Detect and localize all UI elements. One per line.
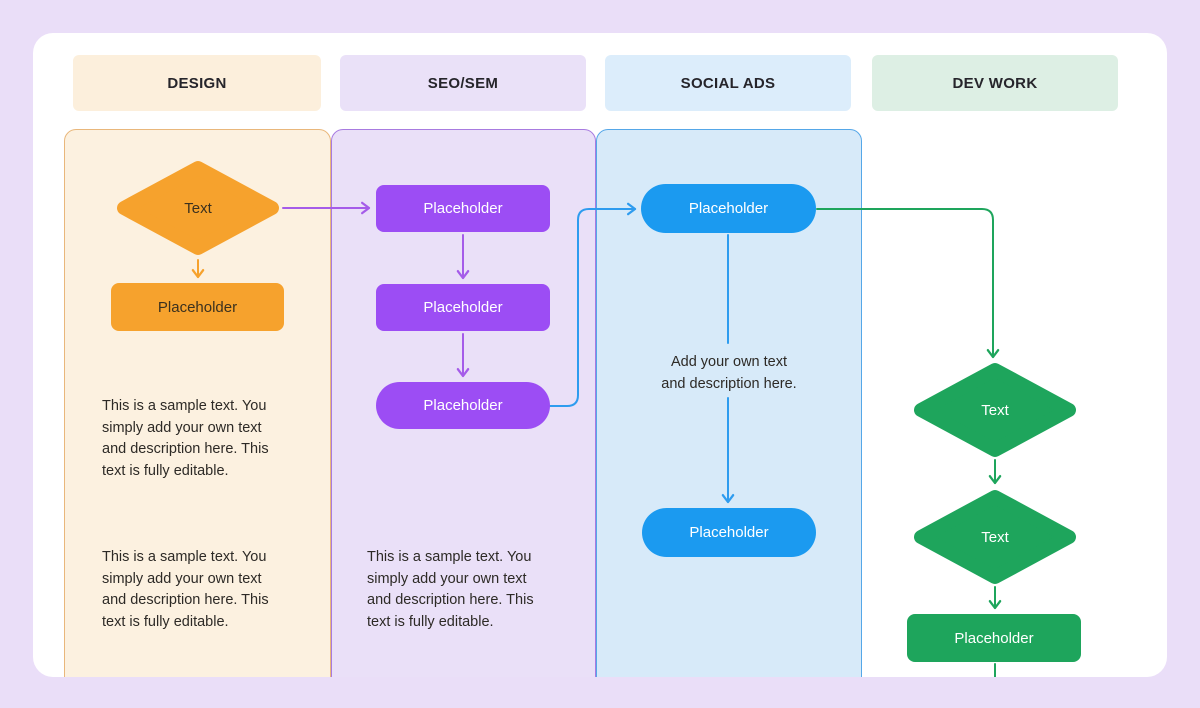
- column-header-design[interactable]: DESIGN: [73, 55, 321, 111]
- diamond-shape: [117, 161, 279, 255]
- column-header-dev-work[interactable]: DEV WORK: [872, 55, 1118, 111]
- dev-placeholder-box[interactable]: Placeholder: [907, 614, 1081, 662]
- seo-placeholder-label-3: Placeholder: [423, 397, 503, 414]
- diamond-shape: [914, 490, 1076, 584]
- social-placeholder-pill-2[interactable]: Placeholder: [642, 508, 816, 557]
- dev-diamond-node-1[interactable]: Text: [912, 362, 1078, 458]
- social-placeholder-pill-1[interactable]: Placeholder: [641, 184, 816, 233]
- seo-placeholder-pill-3[interactable]: Placeholder: [376, 382, 550, 429]
- social-placeholder-label-1: Placeholder: [688, 200, 769, 217]
- design-placeholder-box[interactable]: Placeholder: [111, 283, 284, 331]
- canvas-card: DESIGN SEO/SEM SOCIAL ADS DEV WORK: [33, 33, 1167, 677]
- design-paragraph-2: This is a sample text. You simply add yo…: [102, 549, 269, 631]
- social-note-text: Add your own text and description here.: [661, 354, 797, 392]
- seo-placeholder-label-2: Placeholder: [423, 299, 503, 316]
- dev-diamond-label-2: Text: [981, 528, 1009, 546]
- dev-diamond-node-2[interactable]: Text: [912, 489, 1078, 585]
- seo-placeholder-box-2[interactable]: Placeholder: [376, 284, 550, 331]
- column-header-seo-sem[interactable]: SEO/SEM: [340, 55, 586, 111]
- dev-placeholder-label: Placeholder: [954, 629, 1034, 647]
- social-placeholder-label-2: Placeholder: [689, 524, 769, 541]
- seo-placeholder-label-1: Placeholder: [423, 200, 503, 217]
- design-paragraph-1: This is a sample text. You simply add yo…: [102, 398, 269, 480]
- seo-placeholder-box-1[interactable]: Placeholder: [376, 185, 550, 232]
- diamond-shape: [914, 363, 1076, 457]
- dev-diamond-label-1: Text: [981, 401, 1009, 419]
- design-placeholder-label: Placeholder: [157, 298, 238, 316]
- column-header-social-ads[interactable]: SOCIAL ADS: [605, 55, 851, 111]
- seo-paragraph: This is a sample text. You simply add yo…: [367, 549, 534, 631]
- design-diamond-label: Text: [184, 199, 212, 217]
- design-diamond-node[interactable]: Text: [115, 160, 281, 256]
